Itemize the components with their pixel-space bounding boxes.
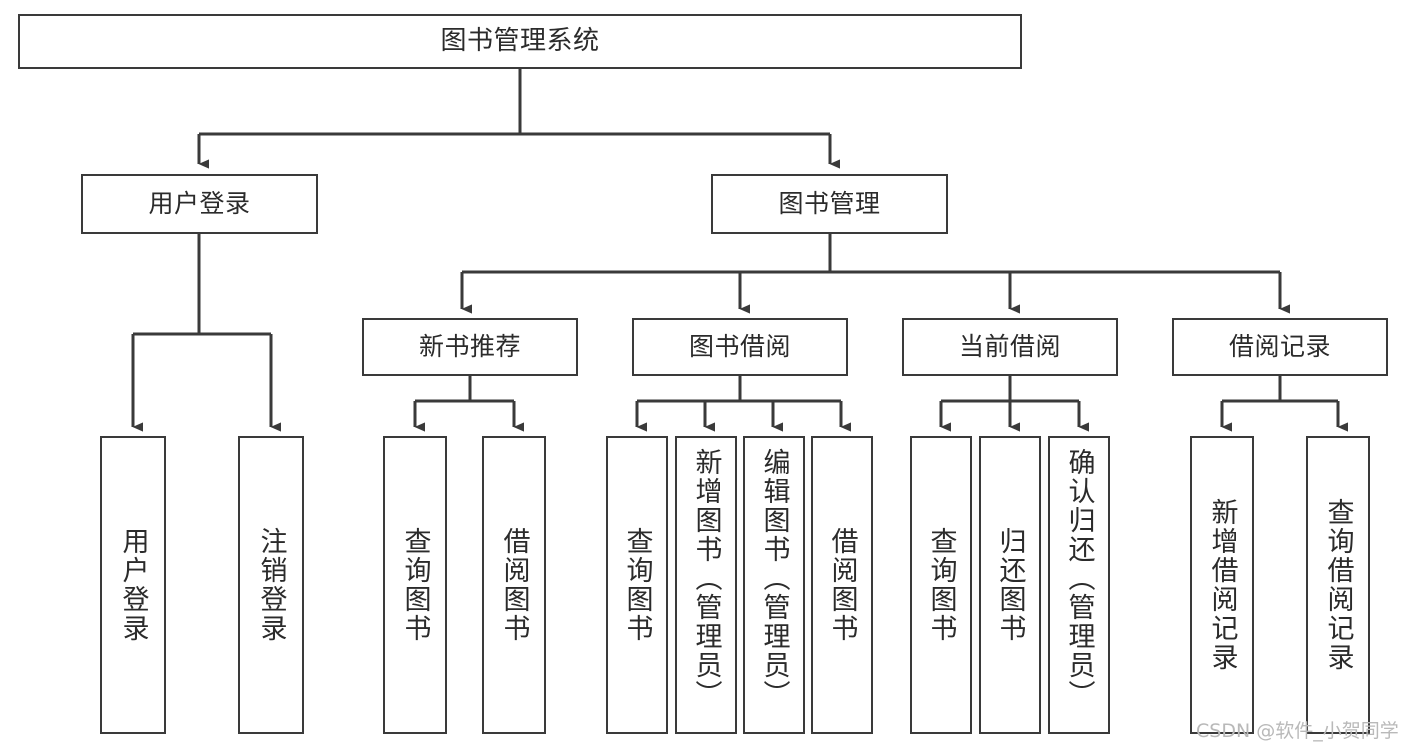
node-label: 借阅图书 (498, 527, 530, 643)
node-label: 图书管理 (778, 189, 881, 218)
node-label: 查询图书 (621, 527, 653, 643)
node-label: 确认归还（管理员） (1063, 448, 1095, 709)
node-current-borrow[interactable]: 当前借阅 (902, 318, 1118, 376)
node-leaf-confirm-return-admin[interactable]: 确认归还（管理员） (1048, 436, 1110, 734)
node-leaf-query-book-2[interactable]: 查询图书 (606, 436, 668, 734)
node-leaf-add-borrow-record[interactable]: 新增借阅记录 (1190, 436, 1254, 734)
node-label: 当前借阅 (958, 332, 1061, 361)
node-leaf-query-book-1[interactable]: 查询图书 (383, 436, 447, 734)
node-label: 归还图书 (994, 527, 1026, 643)
node-leaf-user-login[interactable]: 用户登录 (100, 436, 166, 734)
node-label: 图书管理系统 (440, 25, 600, 56)
node-leaf-add-book-admin[interactable]: 新增图书（管理员） (675, 436, 737, 734)
node-book-management[interactable]: 图书管理 (711, 174, 948, 234)
node-borrow-record[interactable]: 借阅记录 (1172, 318, 1388, 376)
node-label: 新书推荐 (418, 332, 521, 361)
node-user-login[interactable]: 用户登录 (81, 174, 318, 234)
node-label: 借阅图书 (826, 527, 858, 643)
node-leaf-edit-book-admin[interactable]: 编辑图书（管理员） (743, 436, 805, 734)
node-leaf-borrow-book-2[interactable]: 借阅图书 (811, 436, 873, 734)
csdn-watermark: CSDN @软件_小贺同学 (1196, 720, 1399, 742)
node-book-borrow[interactable]: 图书借阅 (632, 318, 848, 376)
node-label: 借阅记录 (1228, 332, 1331, 361)
node-leaf-query-book-3[interactable]: 查询图书 (910, 436, 972, 734)
node-leaf-query-borrow-record[interactable]: 查询借阅记录 (1306, 436, 1370, 734)
node-label: 用户登录 (148, 189, 251, 218)
node-root-book-management-system[interactable]: 图书管理系统 (18, 14, 1022, 69)
node-label: 查询图书 (399, 527, 431, 643)
node-label: 图书借阅 (688, 332, 791, 361)
node-label: 查询图书 (925, 527, 957, 643)
node-label: 编辑图书（管理员） (758, 448, 790, 709)
node-label: 查询借阅记录 (1322, 498, 1354, 672)
node-label: 用户登录 (117, 527, 149, 643)
node-leaf-logout-login[interactable]: 注销登录 (238, 436, 304, 734)
node-new-book-recommend[interactable]: 新书推荐 (362, 318, 578, 376)
node-label: 新增借阅记录 (1206, 498, 1238, 672)
node-label: 注销登录 (255, 527, 287, 643)
node-leaf-borrow-book-1[interactable]: 借阅图书 (482, 436, 546, 734)
node-leaf-return-book[interactable]: 归还图书 (979, 436, 1041, 734)
node-label: 新增图书（管理员） (690, 448, 722, 709)
